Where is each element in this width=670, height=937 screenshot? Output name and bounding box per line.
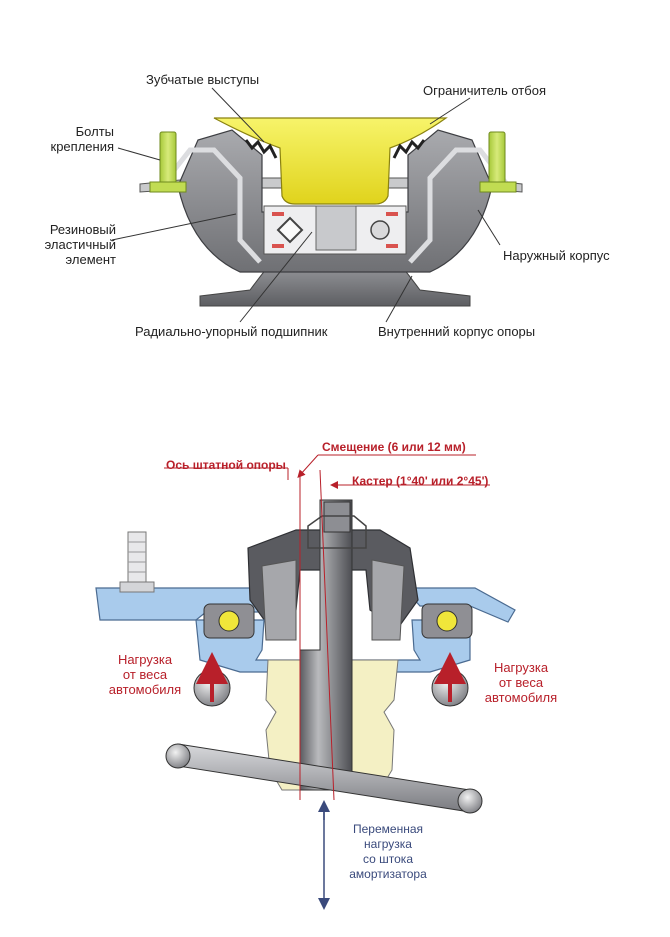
bolt-right xyxy=(479,131,517,193)
rubber-element-grey xyxy=(261,559,297,641)
toothed-protrusions-right xyxy=(392,139,426,159)
bearing-left xyxy=(203,603,255,639)
label-caster: Кастер (1°40' или 2°45') xyxy=(352,474,489,488)
outer-case-left xyxy=(158,147,262,264)
label-variable-line2: нагрузка xyxy=(364,837,412,851)
label-bolts-line1: Болты xyxy=(75,124,114,139)
rubber-element xyxy=(177,129,493,273)
seal-right-2 xyxy=(386,244,398,248)
label-rubber-line2: эластичный xyxy=(44,237,116,252)
dimension-lines xyxy=(164,454,490,489)
label-variable-load: Переменная нагрузка со штока амортизатор… xyxy=(338,822,438,882)
label-rubber-line3: элемент xyxy=(65,252,116,267)
rod-nut xyxy=(323,501,351,533)
bearing-right xyxy=(421,603,473,639)
label-rubber-element: Резиновый эластичный элемент xyxy=(10,222,116,267)
label-outer-case: Наружный корпус xyxy=(503,248,610,263)
label-load-left: Нагрузка от веса автомобиля xyxy=(100,652,190,697)
label-load-right-line1: Нагрузка xyxy=(493,660,549,675)
label-load-right-line2: от веса xyxy=(498,675,544,690)
label-variable-line4: амортизатора xyxy=(349,867,427,881)
leader-lines xyxy=(111,87,501,323)
label-axis-standard: Ось штатной опоры xyxy=(166,458,286,472)
axis-caster xyxy=(319,469,335,801)
seal-left-2 xyxy=(272,244,284,248)
support-mount-cutaway xyxy=(111,87,523,323)
label-offset: Смещение (6 или 12 мм) xyxy=(322,440,466,454)
outer-case-right xyxy=(408,147,512,264)
label-rubber-line1: Резиновый xyxy=(49,222,116,237)
seal-left xyxy=(272,212,284,216)
bar-end-left xyxy=(165,743,191,769)
label-load-left-line1: Нагрузка xyxy=(117,652,173,667)
bar-end-right xyxy=(457,788,483,814)
label-load-right-line3: автомобиля xyxy=(484,690,558,705)
bearing-roller-left xyxy=(276,216,304,244)
label-variable-line3: со штока xyxy=(363,852,413,866)
mount-stud xyxy=(119,531,155,593)
label-rebound-limiter: Ограничитель отбоя xyxy=(423,83,546,98)
label-load-left-line2: от веса xyxy=(122,667,168,682)
rubber-element-grey-right xyxy=(371,559,405,641)
label-bearing: Радиально-упорный подшипник xyxy=(135,324,328,339)
label-load-left-line3: автомобиля xyxy=(108,682,182,697)
label-bolts: Болты крепления xyxy=(30,124,114,154)
bearing-inner-ring xyxy=(315,205,357,251)
label-bolts-line2: крепления xyxy=(50,139,114,154)
bolt-left xyxy=(149,131,187,193)
label-toothed-protrusions: Зубчатые выступы xyxy=(146,72,260,87)
toothed-protrusions xyxy=(244,139,278,159)
label-inner-case: Внутренний корпус опоры xyxy=(378,324,536,339)
seal-right xyxy=(386,212,398,216)
label-load-right: Нагрузка от веса автомобиля xyxy=(476,660,566,705)
label-variable-line1: Переменная xyxy=(353,822,423,836)
bearing-ball-right xyxy=(370,220,390,240)
